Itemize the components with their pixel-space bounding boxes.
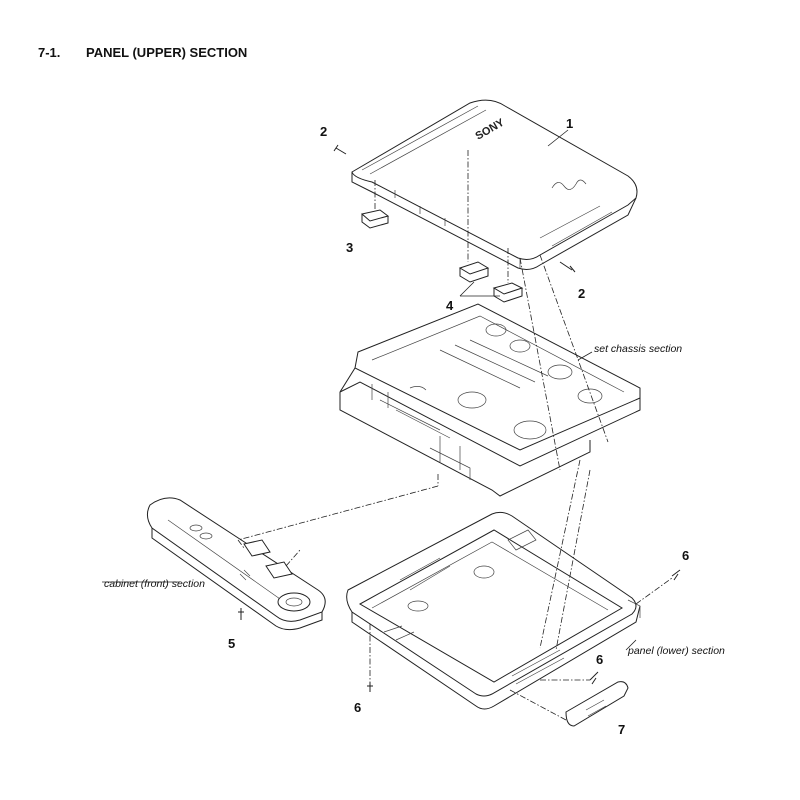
part-number-2-left: 2 bbox=[320, 124, 327, 139]
part-number-6-lower: 6 bbox=[596, 652, 603, 667]
part-number-1: 1 bbox=[566, 116, 573, 131]
section-number: 7-1. bbox=[38, 45, 60, 60]
cabinet-front-part bbox=[146, 497, 326, 631]
set-chassis-part bbox=[339, 303, 641, 497]
part-number-4: 4 bbox=[446, 298, 454, 313]
panel-lower-part bbox=[346, 511, 641, 710]
label-panel-lower-section: panel (lower) section bbox=[627, 645, 725, 657]
screw-6-lower bbox=[589, 671, 599, 685]
section-title: PANEL (UPPER) SECTION bbox=[86, 45, 247, 60]
label-cabinet-front-section: cabinet (front) section bbox=[104, 578, 205, 590]
screw-2-right bbox=[559, 261, 576, 273]
part-number-6-left: 6 bbox=[354, 700, 361, 715]
screw-5 bbox=[238, 608, 244, 620]
part-number-3: 3 bbox=[346, 240, 353, 255]
cover-part-7 bbox=[565, 681, 629, 727]
part-number-5: 5 bbox=[228, 636, 235, 651]
pad-part-4b bbox=[492, 248, 524, 303]
part-number-7: 7 bbox=[618, 722, 625, 737]
label-set-chassis-section: set chassis section bbox=[594, 343, 682, 355]
screw-6-right bbox=[671, 569, 681, 581]
pad-part-3 bbox=[360, 180, 390, 229]
part-number-2-right: 2 bbox=[578, 286, 585, 301]
walkman-logo-icon bbox=[551, 179, 587, 190]
leader-lines bbox=[102, 129, 637, 651]
screw-2-left bbox=[333, 144, 347, 155]
part-number-6-right: 6 bbox=[682, 548, 689, 563]
screw-6-left bbox=[367, 682, 373, 692]
pad-part-4a bbox=[458, 150, 490, 283]
upper-panel-part: SONY bbox=[351, 99, 638, 270]
assembly-lines bbox=[237, 254, 673, 721]
